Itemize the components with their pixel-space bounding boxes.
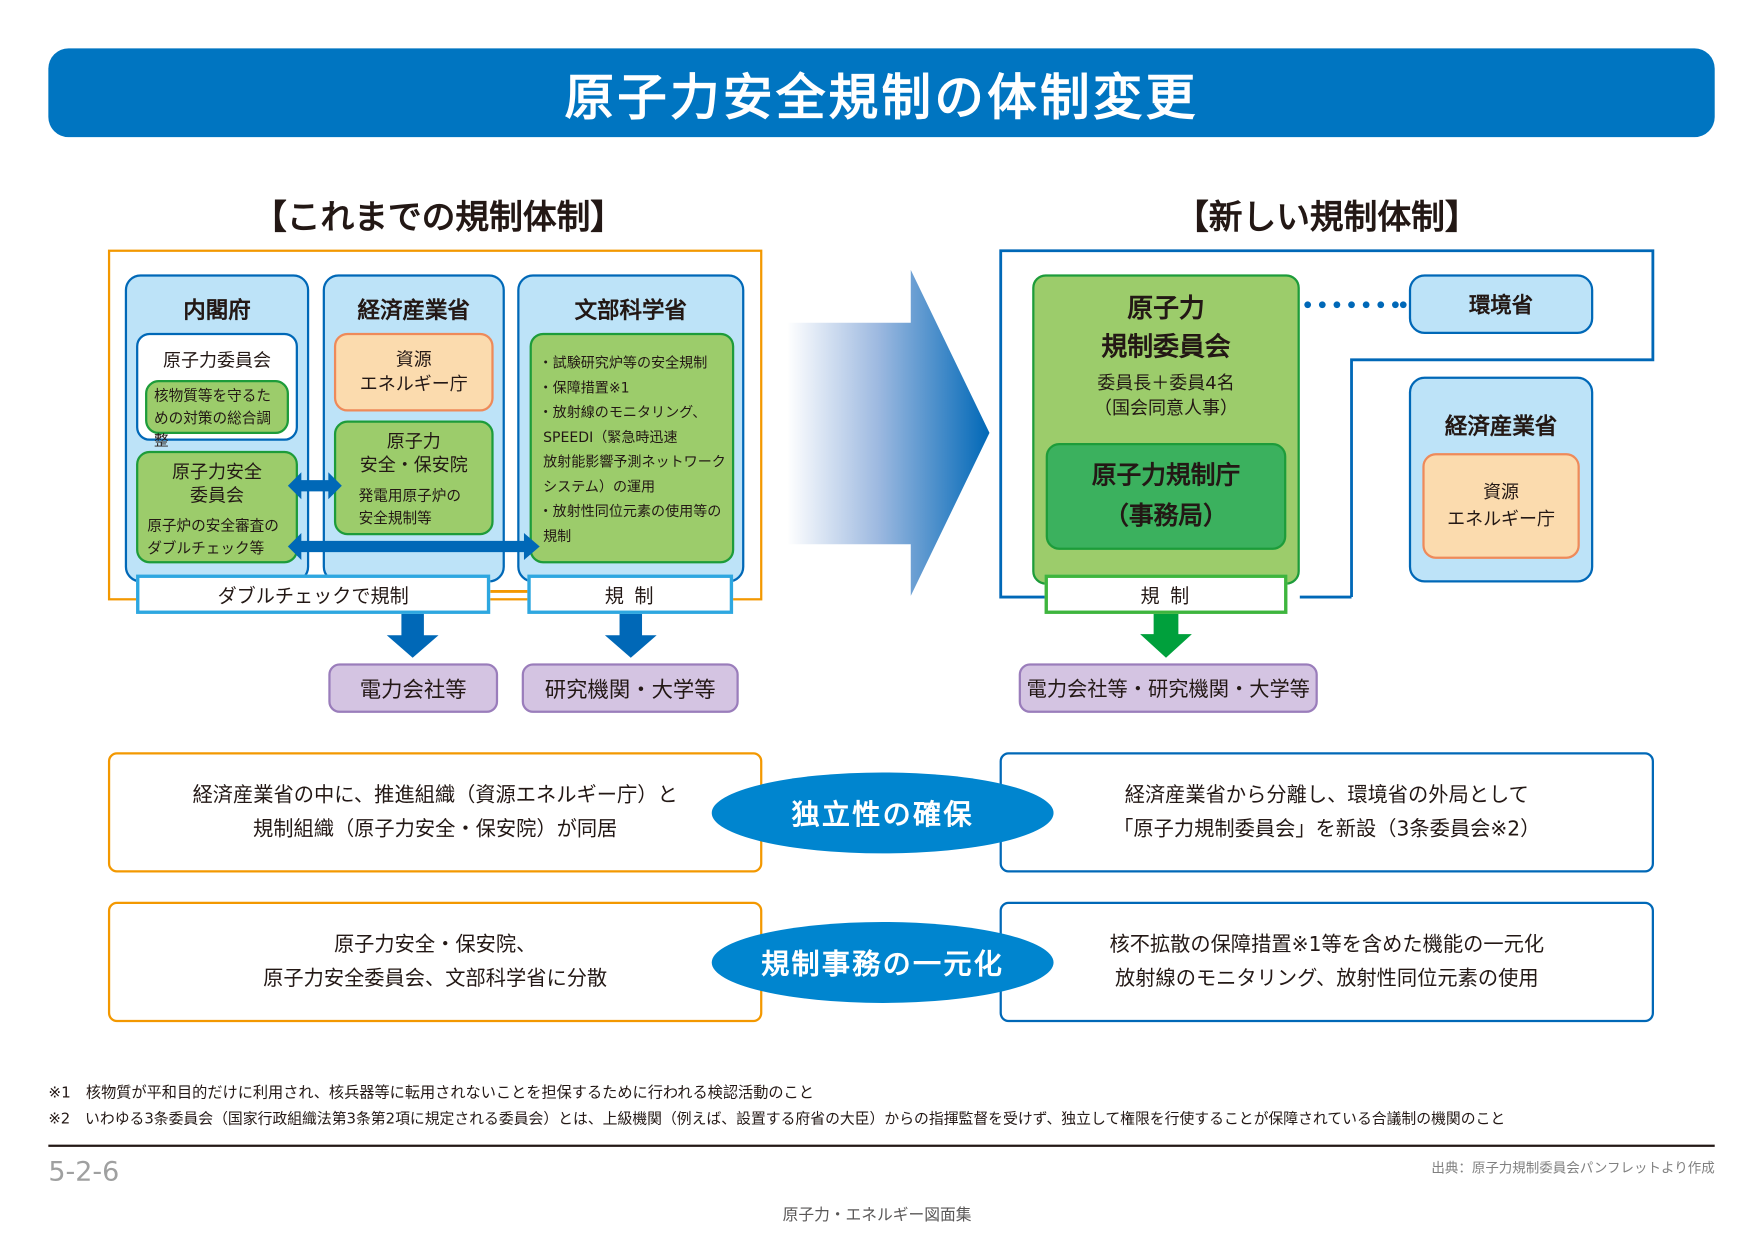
nra-appointment: （国会同意人事）	[1094, 396, 1238, 419]
page-number: 5-2-6	[48, 1155, 120, 1188]
old-regulation-label: 規 制	[527, 574, 734, 614]
nra-name-line1: 原子力	[1127, 294, 1205, 324]
aec-desc: 核物質等を守るための対策の総合調整	[145, 380, 289, 450]
nra-secretariat-line1: 原子力規制庁	[1091, 461, 1241, 490]
independence-new-box: 経済産業省から分離し、環境省の外局として 「原子力規制委員会」を新設（3条委員会…	[999, 752, 1654, 873]
transition-arrow-icon	[787, 269, 990, 596]
nsc-name-line1: 原子力安全	[172, 461, 262, 483]
footer-divider	[48, 1144, 1715, 1147]
unification-new-line: 放射線のモニタリング、放射性同位元素の使用	[1114, 966, 1539, 991]
old-system-heading: 【これまでの規制体制】	[252, 197, 625, 238]
cabinet-office-title: 内閣府	[183, 296, 251, 324]
nra-secretariat-line2: （事務局）	[1104, 502, 1228, 531]
anre-new-line1: 資源	[1483, 481, 1520, 503]
unification-label: 規制事務の一元化	[711, 922, 1054, 1003]
anre-new-box: 資源 エネルギー庁	[1422, 453, 1580, 559]
anre-old-box: 資源 エネルギー庁	[333, 332, 494, 412]
footnote-2: ※2 いわゆる3条委員会（国家行政組織法第3条第2項に規定される委員会）とは、上…	[48, 1110, 1506, 1128]
new-system-heading: 【新しい規制体制】	[1174, 197, 1479, 238]
mext-duty: システム）の運用	[543, 477, 656, 495]
publication-name: 原子力・エネルギー図面集	[782, 1206, 972, 1225]
meti-new-title: 経済産業省	[1444, 412, 1558, 440]
mext-duty: ・放射線のモニタリング、	[538, 403, 707, 421]
target-all: 電力会社等・研究機関・大学等	[1018, 663, 1318, 713]
nra-secretariat-box: 原子力規制庁 （事務局）	[1045, 443, 1287, 550]
nsc-desc-line2: ダブルチェック等	[147, 540, 265, 558]
title-bar: 原子力安全規制の体制変更	[48, 48, 1715, 138]
mext-duties-box: ・試験研究炉等の安全規制 ・保障措置※1 ・放射線のモニタリング、 SPEEDI…	[529, 332, 735, 564]
meti-old-title: 経済産業省	[357, 296, 470, 324]
unification-old-line: 原子力安全・保安院、	[333, 932, 537, 957]
new-regulation-label: 規 制	[1044, 574, 1288, 614]
source-credit: 出典：原子力規制委員会パンフレットより作成	[1431, 1160, 1715, 1177]
unification-old-line: 原子力安全委員会、文部科学省に分散	[263, 966, 608, 991]
target-power-companies: 電力会社等	[328, 663, 499, 713]
aec-box: 原子力委員会 核物質等を守るための対策の総合調整	[136, 332, 298, 450]
independence-old-box: 経済産業省の中に、推進組織（資源エネルギー庁）と 規制組織（原子力安全・保安院）…	[107, 752, 763, 873]
independence-new-line: 経済産業省から分離し、環境省の外局として	[1124, 783, 1529, 807]
aec-name: 原子力委員会	[163, 349, 271, 372]
nra-members: 委員長＋委員4名	[1097, 372, 1235, 394]
mext-duty: ・保障措置※1	[538, 378, 630, 396]
mext-duty: 規制	[543, 527, 572, 545]
nra-box: 原子力 規制委員会 委員長＋委員4名 （国会同意人事） 原子力規制庁 （事務局）	[1032, 274, 1300, 585]
mext-duty: ・放射性同位元素の使用等の	[538, 502, 722, 520]
anre-old-line1: 資源	[395, 348, 432, 370]
unification-new-line: 核不拡散の保障措置※1等を含めた機能の一元化	[1109, 932, 1545, 957]
down-arrow-power-icon	[386, 612, 439, 658]
nra-name: 原子力 規制委員会	[1034, 290, 1297, 366]
down-arrow-new-icon	[1140, 612, 1192, 658]
nisa-name: 原子力 安全・保安院	[336, 430, 491, 477]
target-research-universities: 研究機関・大学等	[521, 663, 739, 713]
nisa-desc: 発電用原子炉の 安全規制等	[359, 486, 487, 531]
nisa-name-line1: 原子力	[386, 430, 441, 453]
independence-old-line: 規制組織（原子力安全・保安院）が同居	[252, 816, 618, 841]
anre-new-line2: エネルギー庁	[1447, 508, 1556, 530]
mext-title: 文部科学省	[574, 296, 688, 324]
nisa-name-line2: 安全・保安院	[359, 454, 468, 476]
footnote-1: ※1 核物質が平和目的だけに利用され、核兵器等に転用されないことを担保するために…	[48, 1083, 814, 1102]
nisa-box: 原子力 安全・保安院 発電用原子炉の 安全規制等	[333, 420, 494, 536]
nsc-desc-line1: 原子炉の安全審査の	[147, 518, 279, 536]
mext-duty: ・試験研究炉等の安全規制	[538, 354, 708, 372]
anre-old-line2: エネルギー庁	[359, 373, 468, 395]
mext-duty: SPEEDI（緊急時迅速	[543, 428, 678, 446]
nsc-box: 原子力安全 委員会 原子炉の安全審査の ダブルチェック等	[136, 450, 298, 564]
mext-duty: 放射能影響予測ネットワーク	[543, 453, 726, 470]
page-title: 原子力安全規制の体制変更	[564, 69, 1199, 127]
nisa-desc-line1: 発電用原子炉の	[358, 487, 462, 505]
moe-box: 環境省	[1408, 274, 1594, 334]
independence-new-line: 「原子力規制委員会」を新設（3条委員会※2）	[1113, 816, 1541, 841]
unification-old-box: 原子力安全・保安院、 原子力安全委員会、文部科学省に分散	[107, 901, 763, 1023]
nra-composition: 委員長＋委員4名 （国会同意人事）	[1034, 371, 1297, 420]
independence-label: 独立性の確保	[711, 772, 1054, 854]
dotted-link-moe	[1304, 301, 1407, 309]
nisa-desc-line2: 安全規制等	[358, 510, 432, 528]
nsc-desc: 原子炉の安全審査の ダブルチェック等	[147, 516, 291, 561]
double-check-label: ダブルチェックで規制	[136, 574, 491, 614]
independence-old-line: 経済産業省の中に、推進組織（資源エネルギー庁）と	[192, 783, 678, 807]
nsc-name: 原子力安全 委員会	[138, 460, 295, 507]
unification-new-box: 核不拡散の保障措置※1等を含めた機能の一元化 放射線のモニタリング、放射性同位元…	[999, 901, 1654, 1023]
nsc-name-line2: 委員会	[190, 484, 244, 506]
down-arrow-research-icon	[604, 612, 657, 658]
nra-name-line2: 規制委員会	[1101, 332, 1231, 363]
